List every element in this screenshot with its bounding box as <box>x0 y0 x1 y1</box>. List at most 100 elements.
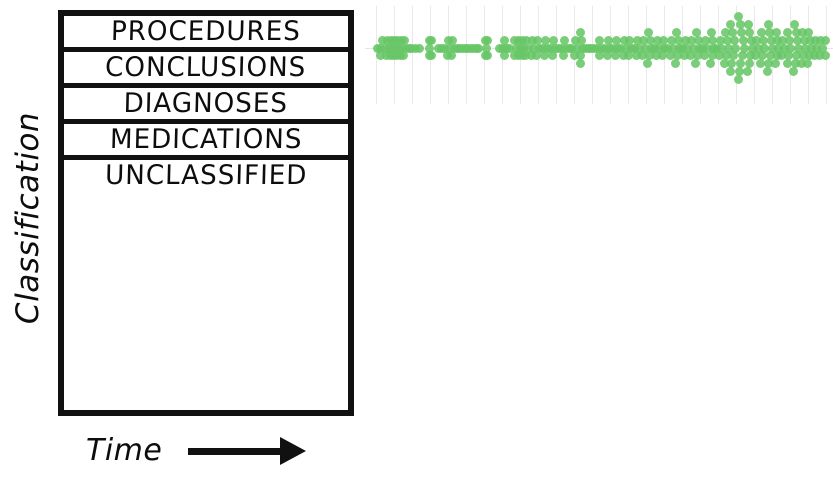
data-point <box>619 36 629 46</box>
data-point <box>575 58 585 68</box>
data-point <box>764 58 774 68</box>
data-point <box>820 50 830 60</box>
data-point <box>771 28 781 38</box>
data-point <box>445 43 455 53</box>
data-point <box>645 50 655 60</box>
data-point <box>533 36 543 46</box>
data-point <box>727 58 737 68</box>
data-point <box>540 50 550 60</box>
data-point <box>637 50 647 60</box>
data-point <box>576 50 586 60</box>
data-point <box>657 50 667 60</box>
data-point <box>748 43 758 53</box>
data-point <box>599 43 609 53</box>
data-point <box>519 43 529 53</box>
data-point <box>560 36 570 46</box>
data-point <box>665 50 675 60</box>
classification-row[interactable]: UNCLASSIFIED <box>64 160 348 191</box>
data-point <box>714 50 724 60</box>
data-point <box>532 50 542 60</box>
data-point <box>705 58 715 68</box>
data-point <box>706 28 716 38</box>
classification-row[interactable]: DIAGNOSES <box>64 88 348 124</box>
data-point <box>742 66 752 76</box>
data-point <box>788 66 798 76</box>
data-point <box>643 58 653 68</box>
data-point <box>806 36 816 46</box>
data-point <box>611 36 621 46</box>
data-point <box>804 28 814 38</box>
data-point <box>734 66 744 76</box>
gridline <box>412 6 413 104</box>
data-point <box>570 36 580 46</box>
data-point <box>608 43 618 53</box>
data-point <box>799 36 809 46</box>
data-point <box>701 36 711 46</box>
data-point <box>809 50 819 60</box>
data-point <box>527 36 537 46</box>
data-point <box>375 43 385 53</box>
data-point <box>591 43 601 53</box>
data-point <box>765 28 775 38</box>
data-point <box>674 36 684 46</box>
data-point <box>483 50 493 60</box>
data-point <box>817 43 827 53</box>
data-point <box>740 43 750 53</box>
data-point <box>572 43 582 53</box>
arrow-shaft <box>188 448 285 455</box>
data-point <box>697 43 707 53</box>
data-point <box>763 20 773 30</box>
data-point <box>448 36 458 46</box>
classification-row-label: CONCLUSIONS <box>105 52 307 83</box>
classification-row[interactable]: CONCLUSIONS <box>64 52 348 88</box>
plot-points <box>365 0 833 110</box>
data-point <box>666 36 676 46</box>
data-point <box>521 50 531 60</box>
data-point <box>815 36 825 46</box>
data-point <box>474 43 484 53</box>
data-point <box>757 28 767 38</box>
data-point <box>803 58 813 68</box>
data-point <box>730 36 740 46</box>
data-point <box>671 58 681 68</box>
data-point <box>735 20 745 30</box>
data-point <box>774 43 784 53</box>
data-point <box>786 43 796 53</box>
data-point <box>556 43 566 53</box>
data-point <box>497 43 507 53</box>
classification-row-label: MEDICATIONS <box>109 124 303 155</box>
data-point <box>602 50 612 60</box>
data-point <box>736 58 746 68</box>
right-arrow-icon <box>188 437 307 465</box>
data-point <box>739 36 749 46</box>
data-point <box>616 43 626 53</box>
data-point <box>726 20 736 30</box>
data-point <box>529 43 539 53</box>
data-point <box>610 50 620 60</box>
data-point <box>772 50 782 60</box>
data-point <box>500 36 510 46</box>
data-point <box>632 50 642 60</box>
data-point <box>720 58 730 68</box>
data-point <box>820 36 830 46</box>
data-point <box>777 50 787 60</box>
data-point <box>427 50 437 60</box>
data-point <box>693 36 703 46</box>
classification-row-label: DIAGNOSES <box>123 88 289 119</box>
data-point <box>663 43 673 53</box>
data-point <box>721 28 731 38</box>
data-point <box>793 36 803 46</box>
classification-row[interactable]: PROCEDURES <box>64 16 348 52</box>
data-point <box>797 28 807 38</box>
data-point <box>595 36 605 46</box>
data-point <box>549 36 559 46</box>
procedures-swarm-plot <box>365 0 833 110</box>
classification-diagram: Classification PROCEDURES CONCLUSIONS DI… <box>0 0 370 482</box>
data-point <box>577 36 587 46</box>
data-point <box>768 43 778 53</box>
data-point <box>723 43 733 53</box>
data-point <box>778 36 787 46</box>
data-point <box>673 50 683 60</box>
x-axis: Time <box>86 424 316 476</box>
classification-row[interactable]: MEDICATIONS <box>64 124 348 160</box>
